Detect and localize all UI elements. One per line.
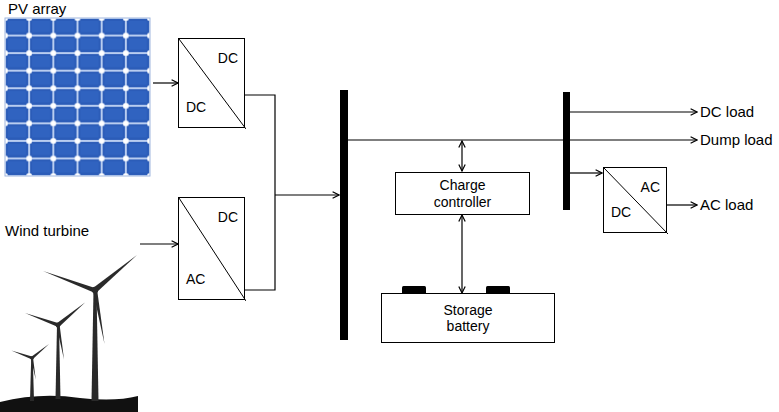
- load-label-node: Dump load: [700, 130, 773, 150]
- power-connector: [461, 215, 462, 293]
- load-bus-bar: [563, 92, 570, 210]
- power-connector: [667, 204, 697, 205]
- converter-label: AC: [186, 271, 205, 288]
- charge-controller-box: Charge controller: [395, 172, 530, 215]
- battery-box: Storage battery: [381, 293, 555, 343]
- ac-dc-converter: DC AC: [178, 197, 245, 300]
- load-label-node: DC load: [700, 102, 754, 122]
- box-label: Charge controller: [423, 177, 503, 209]
- load-label-node: AC load: [700, 195, 753, 215]
- dc-dc-converter: DC DC: [178, 38, 245, 128]
- converter-label: DC: [186, 99, 206, 116]
- wind-turbines: [0, 255, 138, 412]
- component-heading: PV array: [8, 0, 66, 18]
- component-heading: Wind turbine: [5, 222, 89, 240]
- converter-diagonal: [604, 168, 668, 234]
- inverter-box: AC DC: [603, 167, 667, 233]
- converter-label: DC: [218, 50, 238, 67]
- box-label: Storage battery: [428, 302, 508, 334]
- power-connector: [140, 243, 178, 244]
- load-label: AC load: [700, 195, 753, 215]
- pv-array: PV array: [5, 0, 153, 176]
- pv-panel: [5, 18, 150, 176]
- converter-label: DC: [218, 209, 238, 226]
- load-label: Dump load: [700, 130, 773, 150]
- dc-bus-bar: [340, 90, 348, 340]
- bus-wiring: [245, 95, 697, 290]
- converter-label: DC: [611, 204, 631, 221]
- converter-label: AC: [641, 179, 660, 196]
- power-connector: [153, 82, 178, 83]
- wind-turbine: Wind turbine: [2, 222, 140, 410]
- load-label: DC load: [700, 102, 754, 122]
